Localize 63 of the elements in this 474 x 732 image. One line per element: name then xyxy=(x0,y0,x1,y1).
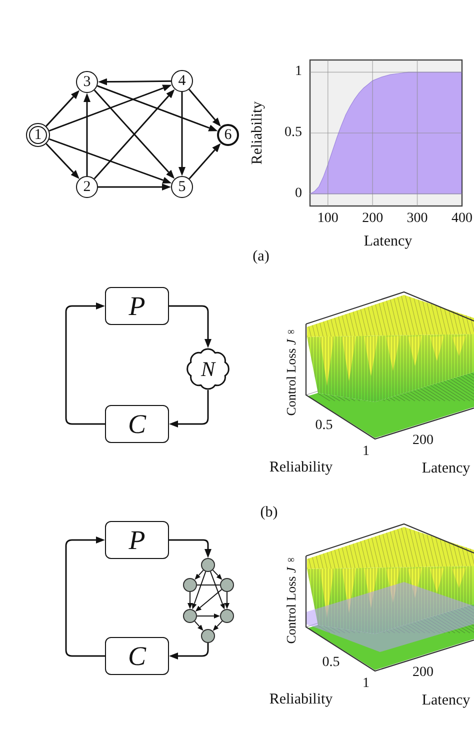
arrow xyxy=(210,571,225,610)
axis-title: Reliability xyxy=(250,101,266,165)
graph-node: 5 xyxy=(171,176,193,198)
arrow xyxy=(192,571,206,610)
network-cloud: N xyxy=(185,348,231,390)
arrow xyxy=(194,620,204,631)
tick-label: 0.5 xyxy=(284,126,302,140)
arrow xyxy=(169,643,209,660)
tick-label: 1 xyxy=(362,445,370,459)
network-node xyxy=(183,578,197,592)
arrow xyxy=(188,592,192,609)
connector-line xyxy=(196,584,220,586)
process-box: C xyxy=(105,405,169,443)
arrow xyxy=(212,620,223,631)
panel-label: (b) xyxy=(260,506,278,520)
network-node xyxy=(201,558,215,572)
arrow xyxy=(178,92,186,176)
axis-title: Reliability xyxy=(269,692,333,708)
arrow xyxy=(48,84,172,132)
network-node xyxy=(220,578,234,592)
graph-node: 6 xyxy=(217,124,239,146)
arrow xyxy=(224,592,230,609)
axis-title: Latency xyxy=(364,234,412,250)
arrow xyxy=(194,570,204,580)
tick-label: 300 xyxy=(406,212,428,226)
graph-node: 2 xyxy=(76,176,98,198)
arrow xyxy=(46,143,80,179)
arrow xyxy=(46,90,80,127)
network-node xyxy=(201,629,215,643)
arrow xyxy=(212,570,222,580)
tick-label: 400 xyxy=(452,212,472,226)
tick-label: 200 xyxy=(362,212,384,226)
arrow xyxy=(49,138,172,184)
network-node xyxy=(183,609,197,623)
tick-label: 1 xyxy=(295,65,302,80)
graph-node: 4 xyxy=(171,70,193,92)
tick-label: 1 xyxy=(362,677,370,691)
arrow xyxy=(188,143,221,180)
crossing-arrows xyxy=(94,89,175,180)
arrow xyxy=(97,85,218,132)
arrow xyxy=(65,302,105,425)
tick-label: 0 xyxy=(295,186,302,201)
tick-label: 100 xyxy=(317,212,338,226)
axis-title: Latency xyxy=(422,462,470,476)
arrow xyxy=(169,390,209,428)
arrow xyxy=(98,184,171,190)
graph-node: 1 xyxy=(26,123,50,147)
axis-title: Latency xyxy=(422,694,470,708)
arrow xyxy=(169,305,212,348)
process-box: C xyxy=(105,637,169,675)
arrow xyxy=(65,536,105,657)
arrow xyxy=(196,614,220,618)
graph-node: 3 xyxy=(76,71,98,93)
process-box: P xyxy=(105,521,169,559)
arrow xyxy=(84,93,90,176)
axis-title: Reliability xyxy=(269,460,333,476)
arrow xyxy=(195,589,222,612)
process-box: P xyxy=(105,287,169,325)
panel-label: (a) xyxy=(252,250,270,264)
arrow xyxy=(169,539,212,558)
arrow xyxy=(188,88,221,127)
arrow xyxy=(98,78,171,86)
network-node xyxy=(220,609,234,623)
